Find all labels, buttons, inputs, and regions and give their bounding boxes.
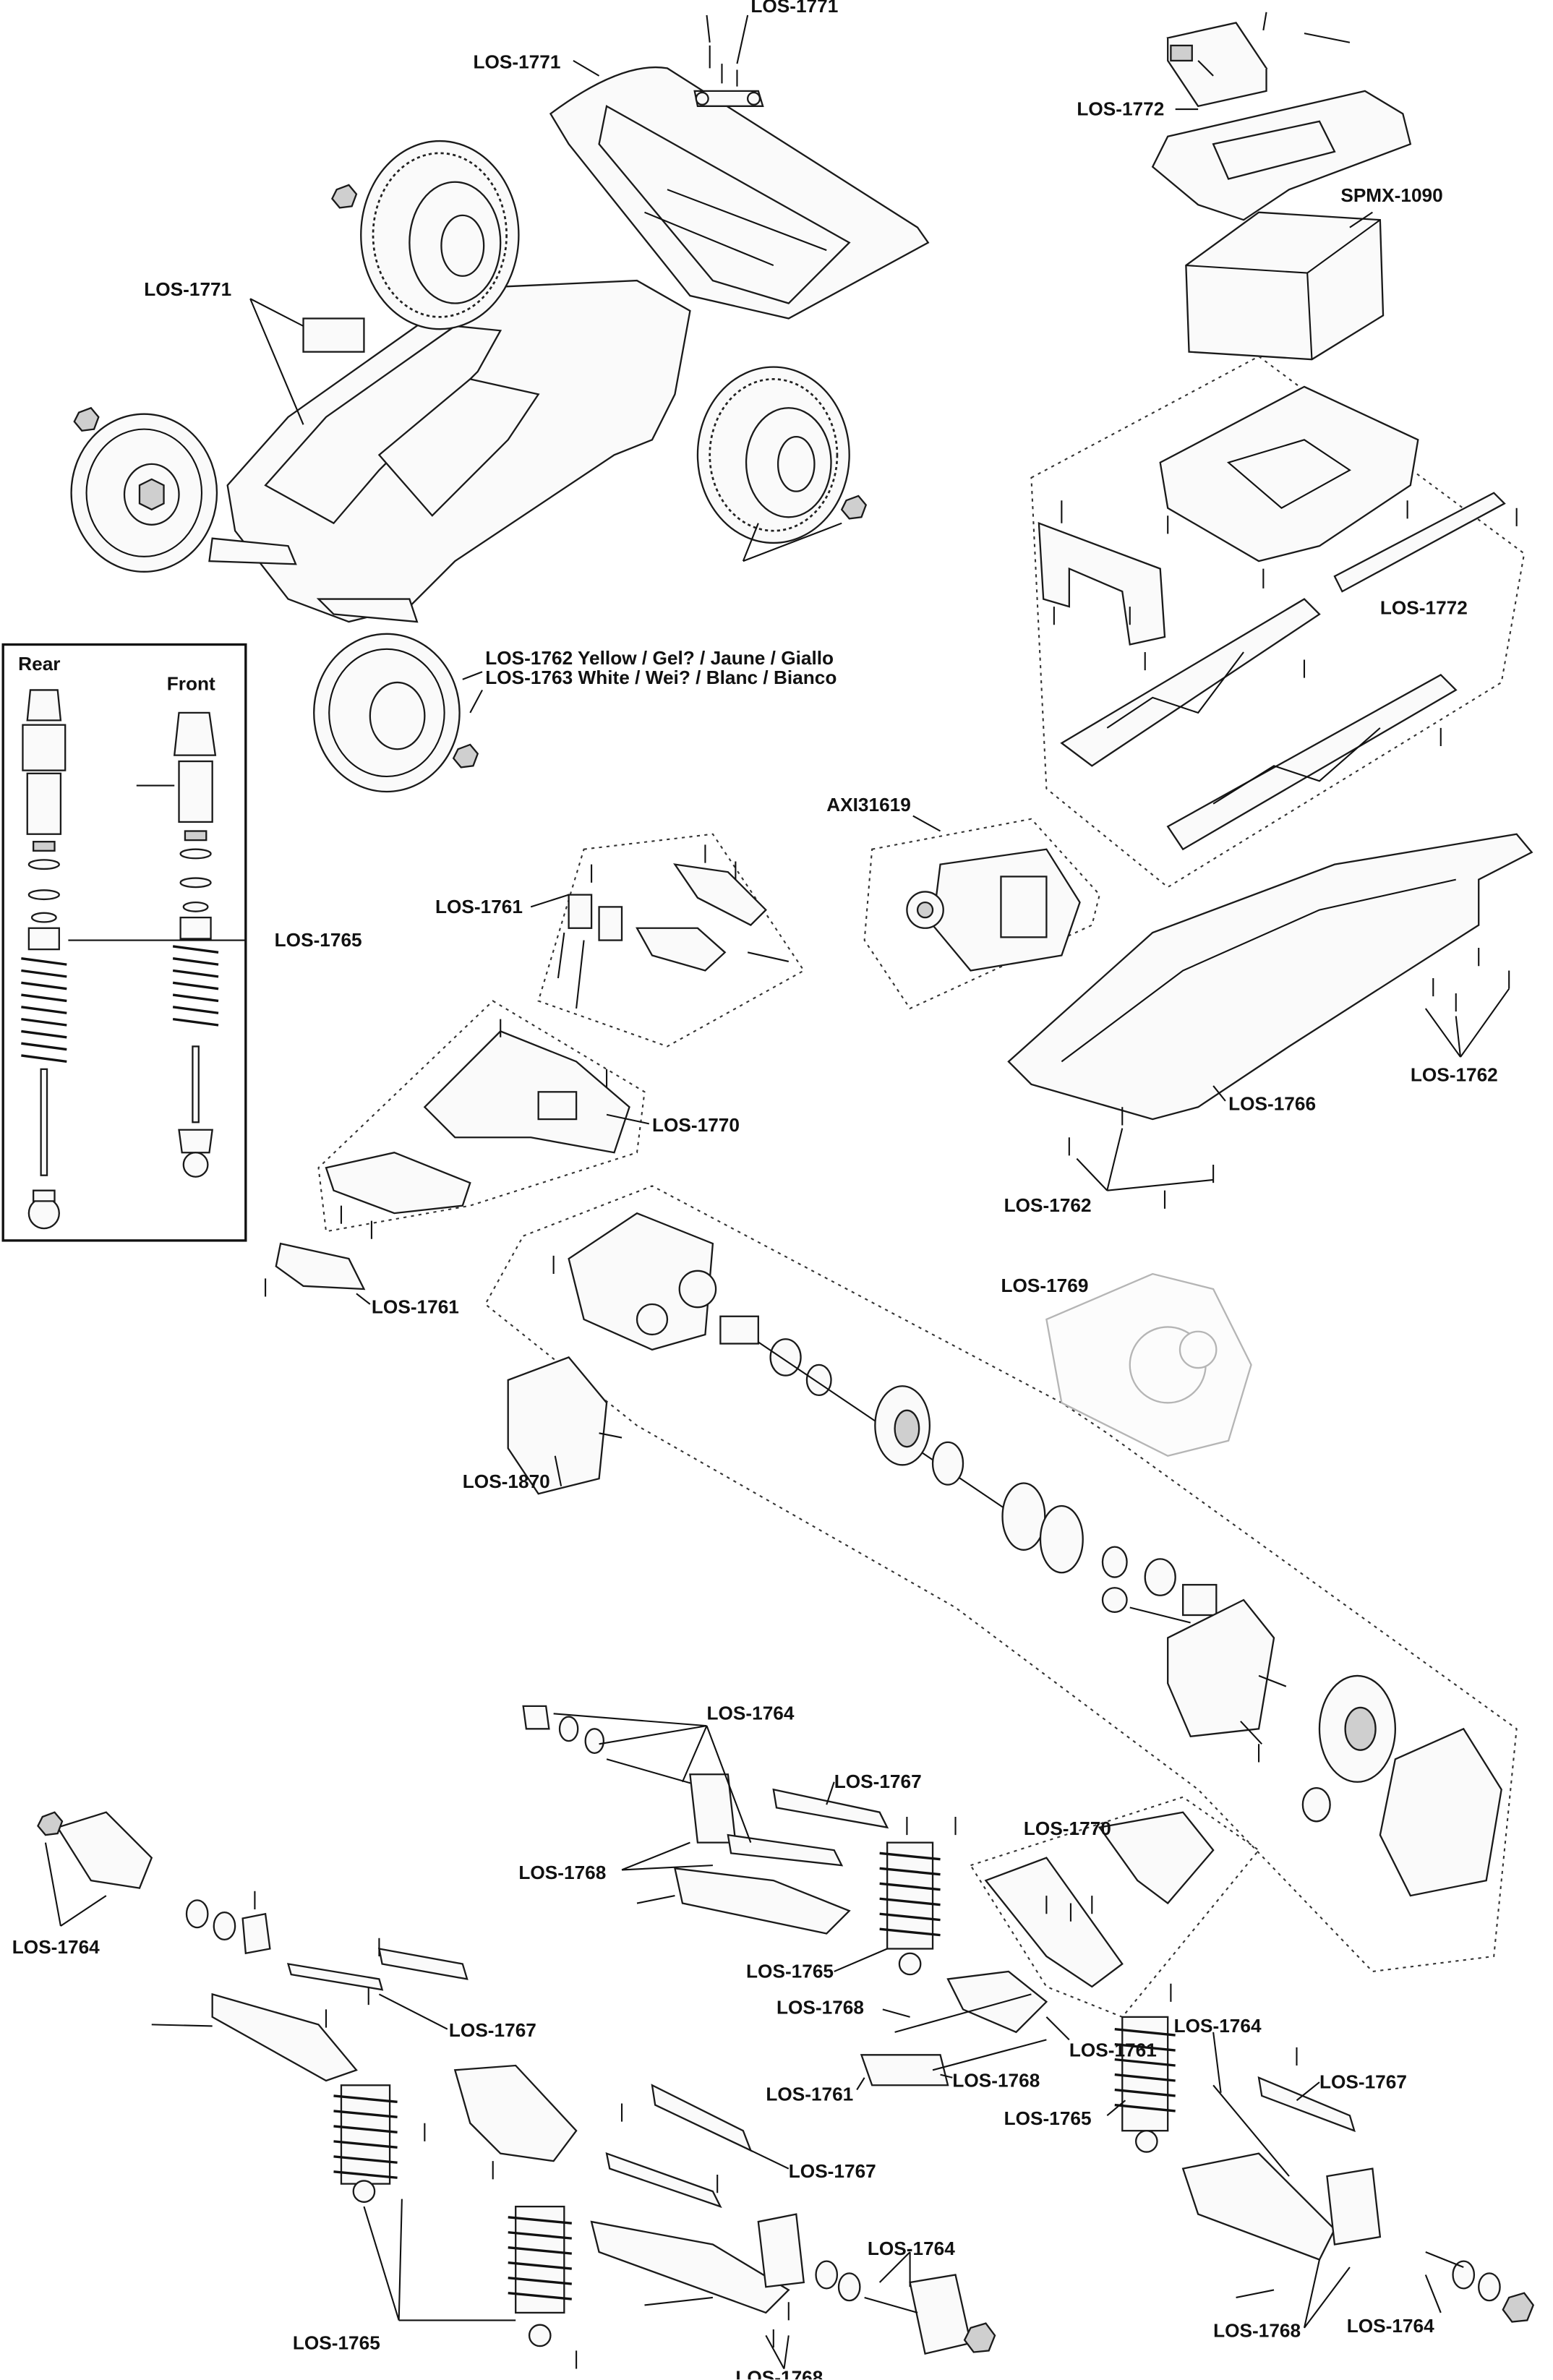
label-los1764-low: LOS-1764 [868, 2238, 955, 2259]
label-los1767-low: LOS-1767 [789, 2160, 876, 2182]
shock-detail-box [1, 643, 247, 1242]
label-los1771-left: LOS-1771 [144, 278, 231, 300]
label-los1767-center: LOS-1767 [834, 1771, 922, 1792]
front-wheel-left [70, 413, 218, 573]
label-los1766: LOS-1766 [1228, 1092, 1316, 1114]
front-shock-tower [453, 2064, 578, 2162]
body-shell [208, 279, 691, 623]
side-braces [1060, 598, 1458, 851]
motor [507, 1356, 623, 1495]
front-bumper [275, 1242, 366, 1290]
front-bulkhead-group-outline [317, 1000, 646, 1233]
front-pivot-blocks [557, 863, 790, 1009]
rear-wing [549, 66, 930, 320]
label-los1762-right: LOS-1762 [1411, 1064, 1498, 1086]
wing-mount [693, 45, 764, 107]
label-los1764-bottomright: LOS-1764 [1347, 2315, 1434, 2337]
label-los1768-bottomright: LOS-1768 [1213, 2319, 1301, 2341]
rear-tire-top [360, 140, 520, 330]
label-los1761-bumper: LOS-1761 [372, 1296, 459, 1318]
center-shock [879, 1841, 941, 1976]
left-front-shock [333, 2084, 398, 2203]
label-los1768-bottom: LOS-1768 [735, 2367, 823, 2380]
battery-strap [1333, 492, 1506, 593]
bottom-center-shock [508, 2205, 572, 2347]
servo-group-outline [863, 818, 1100, 1010]
label-los1764-left: LOS-1764 [12, 1936, 100, 1958]
label-shock-front: Front [167, 672, 215, 694]
screws [254, 500, 1518, 2369]
label-los1771-body: LOS-1771 [473, 51, 560, 72]
battery-tray [1159, 385, 1419, 562]
transmission-group-outline [484, 1185, 1518, 1973]
label-los1772-top: LOS-1772 [1077, 98, 1164, 119]
label-tire-line2: LOS-1763 White / Wei? / Blanc / Bianco [485, 667, 837, 688]
gearbox-housing [568, 1212, 759, 1351]
servo-mount [1038, 521, 1166, 646]
label-axi31619: AXI31619 [826, 794, 911, 816]
label-los1761-mid: LOS-1761 [1069, 2039, 1157, 2060]
rear-suspension-mounts [860, 1970, 1048, 2086]
center-suspension [522, 1705, 889, 1935]
right-rear-suspension [1114, 2016, 1535, 2323]
label-los1870: LOS-1870 [463, 1471, 550, 1492]
label-los1765-center: LOS-1765 [746, 1960, 834, 1982]
label-los1761-low: LOS-1761 [766, 2083, 853, 2105]
rear-tire-right [696, 366, 850, 544]
motor-plate-spur [1167, 1598, 1502, 1897]
front-wheel-lower [313, 633, 461, 793]
receiver-box [1166, 22, 1268, 108]
front-shock-exploded [136, 711, 219, 1178]
label-los1764-right: LOS-1764 [1174, 2015, 1262, 2037]
label-los1765-shocks: LOS-1765 [275, 929, 362, 951]
label-los1767-right: LOS-1767 [1319, 2071, 1407, 2092]
label-los1769: LOS-1769 [1001, 1275, 1088, 1296]
rear-shock-exploded [21, 689, 67, 1230]
label-los1768-mid: LOS-1768 [776, 1997, 864, 2019]
label-los1771-top: LOS-1771 [750, 0, 838, 17]
ghost-gearbox [1045, 1272, 1252, 1457]
label-los1764-center: LOS-1764 [707, 1703, 795, 1724]
label-los1765-low: LOS-1765 [293, 2332, 380, 2353]
label-tire-line1: LOS-1762 Yellow / Gel? / Jaune / Giallo [485, 647, 834, 669]
body-mount-pad [302, 317, 365, 353]
front-bulkhead [325, 1030, 630, 1215]
label-los1768-center: LOS-1768 [518, 1862, 606, 1883]
label-spmx1090: SPMX-1090 [1340, 184, 1442, 206]
label-los1767-left: LOS-1767 [449, 2019, 536, 2041]
label-shock-rear: Rear [18, 653, 60, 675]
label-los1765-right: LOS-1765 [1004, 2107, 1092, 2129]
transmission-gears [758, 1338, 1218, 1624]
main-chassis [1007, 833, 1533, 1121]
label-los1762-lower: LOS-1762 [1004, 1194, 1092, 1216]
battery-pack [1185, 211, 1385, 361]
rear-shock-tower [984, 1811, 1215, 1988]
label-los1772-right: LOS-1772 [1380, 597, 1468, 619]
servo [906, 848, 1081, 972]
left-front-suspension [37, 1811, 469, 2082]
leader-lines [44, 14, 1510, 2370]
wheel-nuts [73, 184, 868, 769]
bottom-center-arms [590, 2084, 996, 2355]
label-los1770-upper: LOS-1770 [652, 1114, 740, 1136]
part-labels: LOS-1771 LOS-1771 LOS-1771 LOS-1772 SPMX… [12, 0, 1498, 2379]
front-block-group-outline [537, 833, 805, 1048]
receiver-tray [1151, 12, 1412, 221]
label-los1761-upper: LOS-1761 [435, 896, 523, 917]
label-los1770-lower: LOS-1770 [1024, 1818, 1111, 1839]
tray-group-outline [1030, 355, 1526, 889]
label-los1768-mid2: LOS-1768 [952, 2069, 1040, 2091]
